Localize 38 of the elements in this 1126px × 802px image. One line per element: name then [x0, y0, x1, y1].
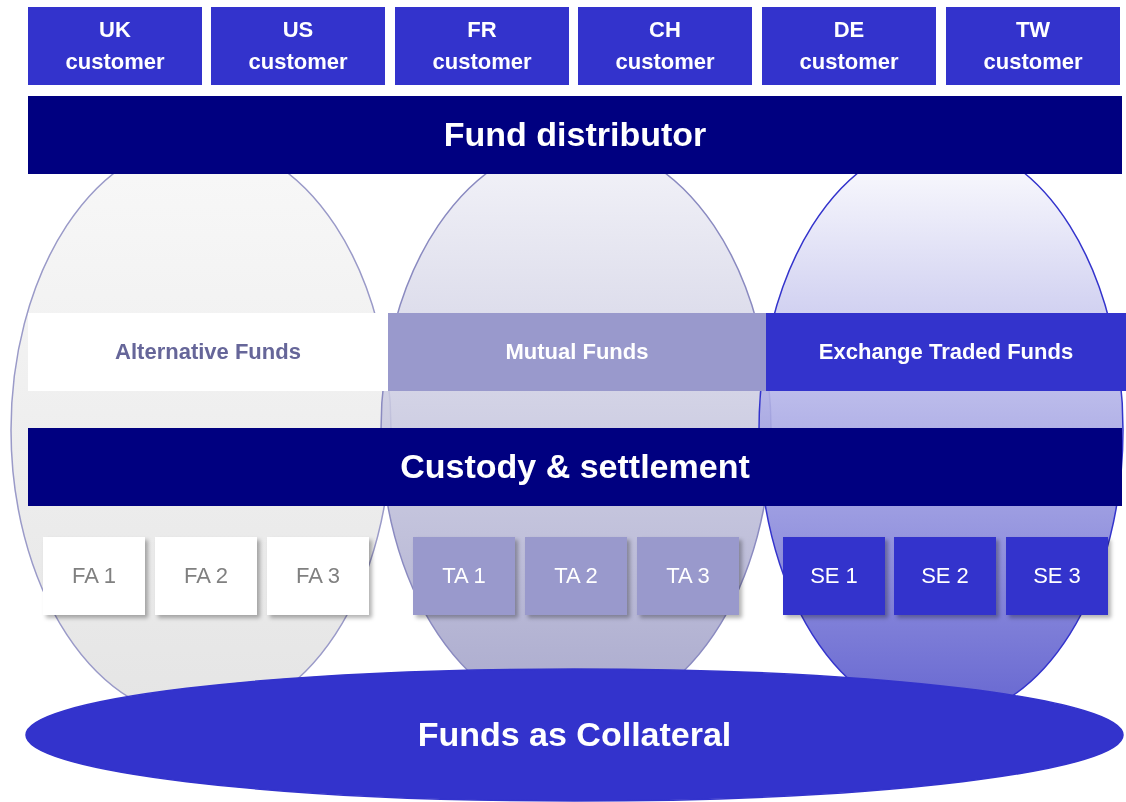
agent-box	[267, 537, 369, 615]
node-label: SE 2	[921, 562, 969, 591]
agent-box	[413, 537, 515, 615]
node-label: TA 1	[442, 562, 486, 591]
customer-box	[762, 7, 936, 85]
node-label: US customer	[247, 16, 349, 76]
node-label: TW customer	[982, 16, 1084, 76]
customer-box	[946, 7, 1120, 85]
node-label: TA 2	[554, 562, 598, 591]
customer-box	[395, 7, 569, 85]
agent-box	[894, 537, 996, 615]
customer-box	[211, 7, 385, 85]
node-label: Alternative Funds	[115, 338, 301, 367]
node-label: Exchange Traded Funds	[818, 338, 1074, 367]
node-label: CH customer	[614, 16, 716, 76]
node-label: FR customer	[431, 16, 533, 76]
layer-band	[28, 96, 1122, 174]
node-label: Funds as Collateral	[417, 714, 732, 756]
node-label: Custody & settlement	[400, 446, 750, 488]
layer-band	[28, 428, 1122, 506]
customer-box	[578, 7, 752, 85]
customer-box	[28, 7, 202, 85]
node-label: Fund distributor	[443, 114, 707, 156]
agent-box	[783, 537, 885, 615]
agent-box	[637, 537, 739, 615]
node-label: FA 3	[295, 562, 340, 591]
node-label: TA 3	[666, 562, 710, 591]
node-label: UK customer	[64, 16, 166, 76]
agent-box	[1006, 537, 1108, 615]
node-label: FA 1	[71, 562, 116, 591]
agent-box	[155, 537, 257, 615]
node-label: SE 3	[1033, 562, 1081, 591]
agent-box	[525, 537, 627, 615]
node-label: FA 2	[183, 562, 228, 591]
node-label: DE customer	[798, 16, 900, 76]
agent-box	[43, 537, 145, 615]
node-label: Mutual Funds	[505, 338, 649, 367]
node-label: SE 1	[810, 562, 858, 591]
